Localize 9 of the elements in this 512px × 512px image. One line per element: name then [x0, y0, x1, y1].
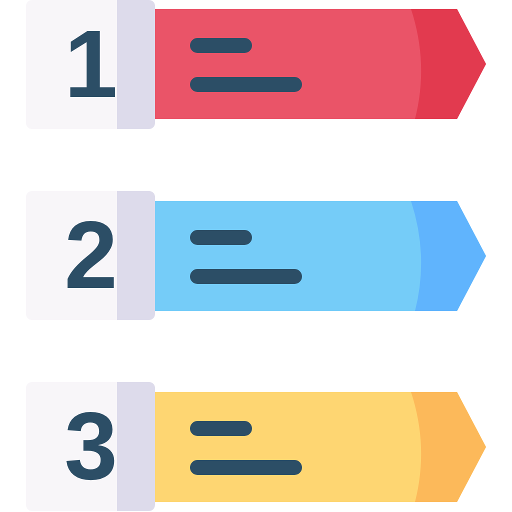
step-number: 1	[64, 16, 118, 112]
step-number: 2	[64, 208, 118, 304]
step-number: 3	[64, 398, 118, 494]
number-tile	[26, 382, 155, 511]
number-tile	[26, 191, 155, 320]
arrow-banner	[155, 9, 486, 119]
arrow-banner	[155, 201, 486, 311]
arrow-banner	[155, 392, 486, 502]
number-tile	[26, 0, 155, 129]
